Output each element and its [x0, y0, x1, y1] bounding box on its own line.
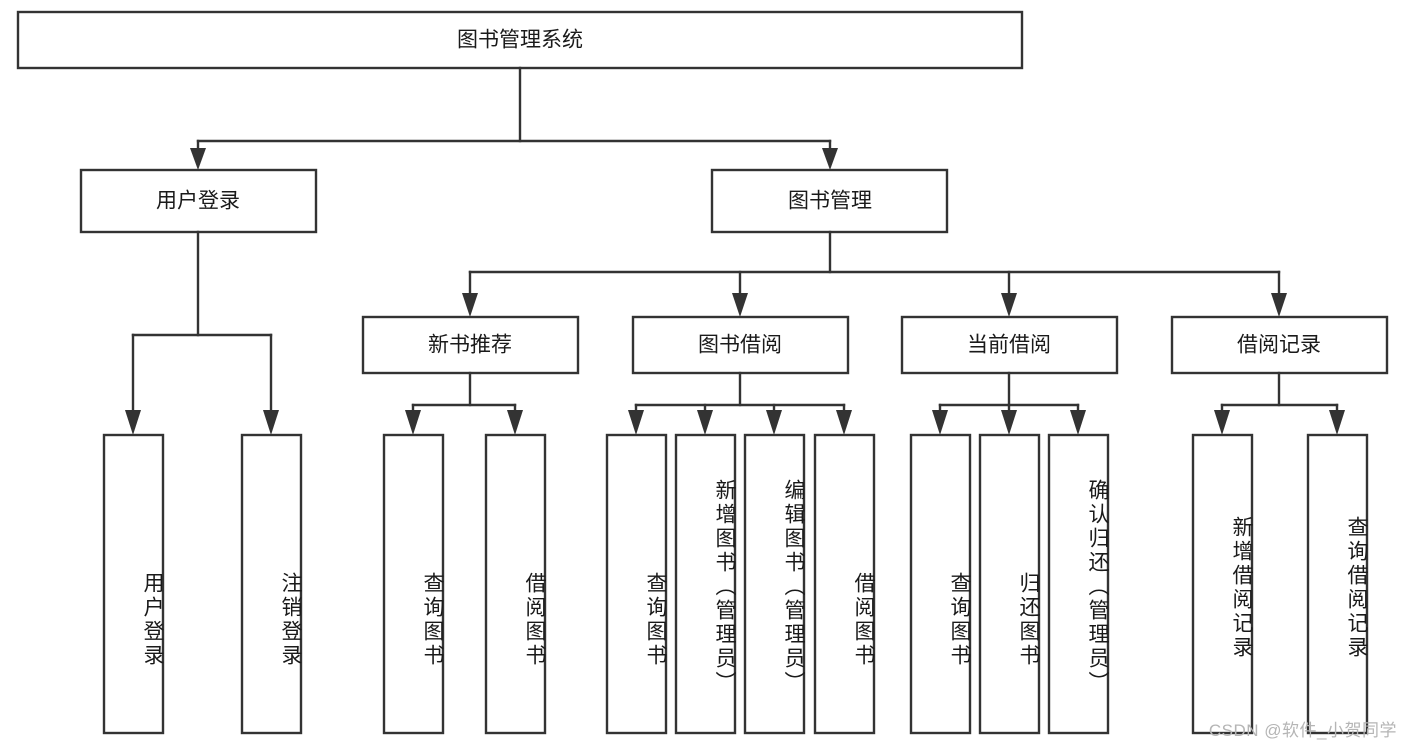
leaf-box-user-login-0[interactable] — [102, 433, 165, 735]
arrowhead-recommend-0 — [405, 410, 421, 435]
node-new-book-recommend-label: 新书推荐 — [428, 334, 512, 357]
node-current-borrow[interactable] — [900, 315, 1119, 375]
leaf-box-current-2[interactable] — [1047, 433, 1110, 735]
csdn-watermark: CSDN @软件_小贺同学 — [1208, 721, 1397, 740]
arrowhead-current-2 — [1070, 410, 1086, 435]
node-new-book-recommend[interactable] — [361, 315, 580, 375]
node-root-label: 图书管理系统 — [457, 29, 583, 52]
leaf-box-borrow-3[interactable] — [813, 433, 876, 735]
leaf-box-borrow-0[interactable] — [605, 433, 668, 735]
leaf-box-record-1[interactable] — [1306, 433, 1369, 735]
arrowhead-user-login-1 — [263, 410, 279, 435]
leaf-box-recommend-1[interactable] — [484, 433, 547, 735]
leaf-box-recommend-0[interactable] — [382, 433, 445, 735]
arrowhead-level3-1 — [732, 293, 748, 317]
leaf-box-current-0[interactable] — [909, 433, 972, 735]
arrowhead-record-0 — [1214, 410, 1230, 435]
node-user-login-label: 用户登录 — [156, 190, 240, 213]
arrowhead-record-1 — [1329, 410, 1345, 435]
arrowhead-borrow-1 — [697, 410, 713, 435]
leaf-box-user-login-1[interactable] — [240, 433, 303, 735]
arrowhead-level2-0 — [190, 148, 206, 170]
leaf-box-borrow-2[interactable] — [743, 433, 806, 735]
arrowhead-level3-2 — [1001, 293, 1017, 317]
arrowhead-current-1 — [1001, 410, 1017, 435]
leaf-box-current-1[interactable] — [978, 433, 1041, 735]
arrowhead-level2-1 — [822, 148, 838, 170]
node-borrow-record[interactable] — [1170, 315, 1389, 375]
node-book-borrow[interactable] — [631, 315, 850, 375]
leaf-box-borrow-1[interactable] — [674, 433, 737, 735]
arrowhead-level3-3 — [1271, 293, 1287, 317]
node-book-management[interactable] — [710, 168, 949, 234]
arrowhead-borrow-0 — [628, 410, 644, 435]
node-root[interactable] — [16, 10, 1024, 70]
arrowhead-borrow-2 — [766, 410, 782, 435]
arrowhead-current-0 — [932, 410, 948, 435]
node-book-borrow-label: 图书借阅 — [698, 334, 782, 357]
arrowhead-recommend-1 — [507, 410, 523, 435]
arrowhead-level3-0 — [462, 293, 478, 317]
node-book-management-label: 图书管理 — [788, 190, 872, 213]
arrowhead-borrow-3 — [836, 410, 852, 435]
leaf-box-record-0[interactable] — [1191, 433, 1254, 735]
node-borrow-record-label: 借阅记录 — [1237, 334, 1321, 357]
node-current-borrow-label: 当前借阅 — [967, 334, 1051, 357]
arrowhead-user-login-0 — [125, 410, 141, 435]
